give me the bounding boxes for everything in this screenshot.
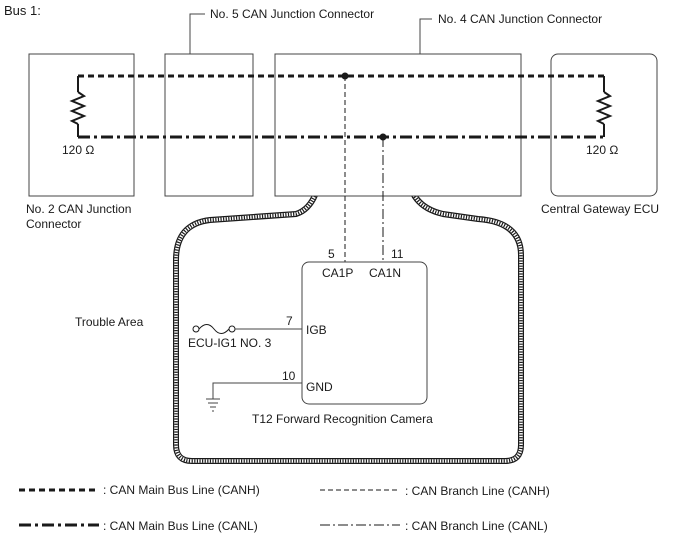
pin-igb-name: IGB	[306, 323, 327, 337]
legend-main-canh-text: : CAN Main Bus Line (CANH)	[103, 483, 260, 497]
ground-icon	[206, 398, 220, 412]
camera-label: T12 Forward Recognition Camera	[252, 412, 433, 426]
legend-branch-canl-text: : CAN Branch Line (CANL)	[405, 519, 548, 533]
left-resistor-value: 120 Ω	[62, 143, 94, 157]
pin-igb-number: 7	[286, 314, 293, 328]
fuse-icon	[192, 324, 236, 334]
camera-box	[301, 261, 428, 405]
no5-connector-label: No. 5 CAN Junction Connector	[210, 7, 374, 21]
canh-junction-dot	[341, 72, 349, 80]
pin-ca1n-name: CA1N	[369, 266, 401, 280]
pin-ca1p-number: 5	[328, 247, 335, 261]
no4-leader-line	[419, 18, 432, 54]
diagram-title: Bus 1:	[4, 3, 41, 18]
fuse-label: ECU-IG1 NO. 3	[188, 336, 272, 350]
pin-gnd-number: 10	[282, 369, 296, 383]
left-terminating-resistor	[69, 76, 87, 137]
no2-junction-connector-box	[28, 53, 135, 197]
no5-leader-line	[189, 13, 205, 54]
legend-main-canl-text: : CAN Main Bus Line (CANL)	[103, 519, 258, 533]
pin-ca1p-name: CA1P	[322, 266, 353, 280]
right-terminating-resistor	[595, 76, 613, 137]
legend-branch-canh-text: : CAN Branch Line (CANH)	[405, 484, 550, 498]
trouble-area-label: Trouble Area	[75, 315, 144, 329]
no4-junction-connector-box	[274, 53, 522, 197]
no2-connector-label-line1: No. 2 CAN Junction	[26, 202, 131, 216]
no2-connector-label-line2: Connector	[26, 217, 81, 231]
canl-junction-dot	[379, 133, 387, 141]
no4-connector-label: No. 4 CAN Junction Connector	[438, 12, 602, 26]
pin-gnd-name: GND	[306, 380, 333, 394]
pin-ca1n-number: 11	[391, 247, 404, 261]
gateway-label: Central Gateway ECU	[541, 202, 659, 216]
right-resistor-value: 120 Ω	[586, 143, 618, 157]
gnd-wire	[212, 382, 302, 399]
no5-junction-connector-box	[164, 53, 254, 197]
